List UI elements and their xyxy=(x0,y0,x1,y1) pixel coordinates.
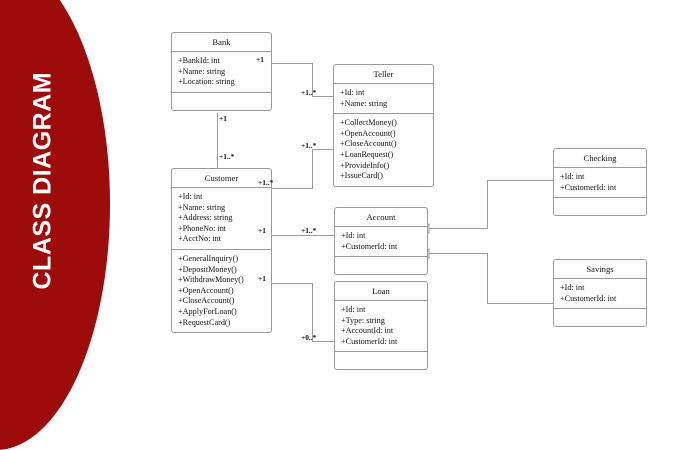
class-box-checking[interactable]: Checking +Id: int +CustomerId: int xyxy=(553,148,647,217)
connector-savings-account-seg3 xyxy=(428,253,488,254)
class-attributes-checking: +Id: int +CustomerId: int xyxy=(554,168,646,199)
operation-row: +ApplyForLoan() xyxy=(178,306,237,316)
diagram-canvas: CLASS DIAGRAM +1 +1..* +1 +1..* +1..* +1… xyxy=(0,0,647,450)
operation-row: +OpenAccount() xyxy=(340,128,396,138)
multiplicity-bank-teller-target: +1..* xyxy=(301,88,317,97)
attribute-row: +Id: int xyxy=(178,192,203,201)
class-operations-teller: +CollectMoney() +OpenAccount() +CloseAcc… xyxy=(334,114,433,186)
class-name-customer: Customer xyxy=(172,169,271,188)
connector-bank-teller-seg3 xyxy=(312,96,334,97)
attribute-row: +CustomerId: int xyxy=(341,241,398,251)
connector-bank-teller-seg2 xyxy=(312,63,313,97)
operation-row: +OpenAccount() xyxy=(178,285,234,295)
class-attributes-account: +Id: int +CustomerId: int xyxy=(335,227,427,258)
class-box-loan[interactable]: Loan +Id: int +Type: string +AccountId: … xyxy=(334,281,428,371)
multiplicity-customer-teller-target: +1..* xyxy=(301,141,317,150)
attribute-row: +Location: string xyxy=(178,77,235,87)
attribute-row: +Id: int xyxy=(341,231,366,240)
multiplicity-customer-account-target: +1..* xyxy=(301,226,317,235)
multiplicity-customer-account-source: +1 xyxy=(258,226,266,235)
connector-customer-loan-seg3 xyxy=(312,341,334,342)
attribute-row: +CustomerId: int xyxy=(560,293,617,303)
class-operations-account xyxy=(335,257,427,274)
connector-bank-customer xyxy=(217,113,218,169)
attribute-row: +Id: int xyxy=(560,283,585,292)
connector-customer-teller-seg1 xyxy=(272,188,313,189)
connector-checking-account-seg2 xyxy=(487,180,488,229)
class-name-savings: Savings xyxy=(554,260,646,279)
class-attributes-savings: +Id: int +CustomerId: int xyxy=(554,279,646,310)
attribute-row: +BankId: int xyxy=(178,56,220,65)
attribute-row: +PhoneNo: int xyxy=(178,223,227,233)
connector-customer-teller-seg3 xyxy=(312,149,334,150)
connector-checking-account-seg1 xyxy=(487,180,554,181)
connector-customer-loan-seg2 xyxy=(312,283,313,342)
connector-customer-teller-seg2 xyxy=(312,149,313,189)
class-box-customer[interactable]: Customer +Id: int +Name: string +Address… xyxy=(171,168,272,334)
multiplicity-bank-customer-source: +1 xyxy=(219,114,227,123)
connector-customer-loan-seg1 xyxy=(272,283,313,284)
multiplicity-customer-loan-target: +0..* xyxy=(301,333,317,342)
attribute-row: +CustomerId: int xyxy=(560,182,617,192)
connector-checking-account-seg3 xyxy=(428,228,488,229)
multiplicity-bank-teller-source: +1 xyxy=(256,55,264,64)
attribute-row: +Id: int xyxy=(341,305,366,314)
attribute-row: +Id: int xyxy=(560,172,585,181)
class-name-loan: Loan xyxy=(335,282,427,301)
class-operations-savings xyxy=(554,309,646,326)
class-operations-checking xyxy=(554,198,646,215)
operation-row: +ProvideInfo() xyxy=(340,160,390,170)
attribute-row: +Name: string xyxy=(340,98,388,108)
operation-row: +GeneralInquiry() xyxy=(178,253,239,263)
attribute-row: +Id: int xyxy=(340,88,365,97)
attribute-row: +Address: string xyxy=(178,213,233,223)
operation-row: +CloseAccount() xyxy=(340,139,397,149)
class-name-account: Account xyxy=(335,208,427,227)
class-box-savings[interactable]: Savings +Id: int +CustomerId: int xyxy=(553,259,647,328)
class-attributes-bank: +BankId: int +Name: string +Location: st… xyxy=(172,52,271,93)
operation-row: +IssueCard() xyxy=(340,171,383,181)
class-operations-customer: +GeneralInquiry() +DepositMoney() +Withd… xyxy=(172,250,271,332)
multiplicity-bank-customer-target: +1..* xyxy=(219,152,235,161)
class-attributes-customer: +Id: int +Name: string +Address: string … xyxy=(172,188,271,250)
class-name-checking: Checking xyxy=(554,149,646,168)
attribute-row: +AccountId: int xyxy=(341,326,394,336)
operation-row: +CloseAccount() xyxy=(178,296,235,306)
connector-customer-account xyxy=(272,235,334,236)
operation-row: +CollectMoney() xyxy=(340,118,397,128)
class-name-bank: Bank xyxy=(172,33,271,52)
multiplicity-customer-teller-source: +1..* xyxy=(258,178,274,187)
class-box-account[interactable]: Account +Id: int +CustomerId: int xyxy=(334,207,428,276)
connector-savings-account-seg2 xyxy=(487,253,488,304)
operation-row: +WithdrawMoney() xyxy=(178,275,244,285)
attribute-row: +Name: string xyxy=(178,202,226,212)
attribute-row: +CustomerId: int xyxy=(341,336,398,346)
class-attributes-loan: +Id: int +Type: string +AccountId: int +… xyxy=(335,301,427,353)
attribute-row: +Type: string xyxy=(341,315,385,325)
connector-savings-account-seg1 xyxy=(487,303,554,304)
class-operations-bank xyxy=(172,93,271,110)
operation-row: +LoanRequest() xyxy=(340,149,394,159)
connector-bank-teller-seg1 xyxy=(272,63,313,64)
class-attributes-teller: +Id: int +Name: string xyxy=(334,84,433,115)
multiplicity-customer-loan-source: +1 xyxy=(258,274,266,283)
operation-row: +RequestCard() xyxy=(178,317,231,327)
attribute-row: +Name: string xyxy=(178,66,226,76)
class-operations-loan xyxy=(335,352,427,369)
class-box-teller[interactable]: Teller +Id: int +Name: string +CollectMo… xyxy=(333,64,434,187)
attribute-row: +AcctNo: int xyxy=(178,234,222,244)
page-title: CLASS DIAGRAM xyxy=(28,71,57,290)
operation-row: +DepositMoney() xyxy=(178,264,237,274)
class-box-bank[interactable]: Bank +BankId: int +Name: string +Locatio… xyxy=(171,32,272,111)
class-name-teller: Teller xyxy=(334,65,433,84)
